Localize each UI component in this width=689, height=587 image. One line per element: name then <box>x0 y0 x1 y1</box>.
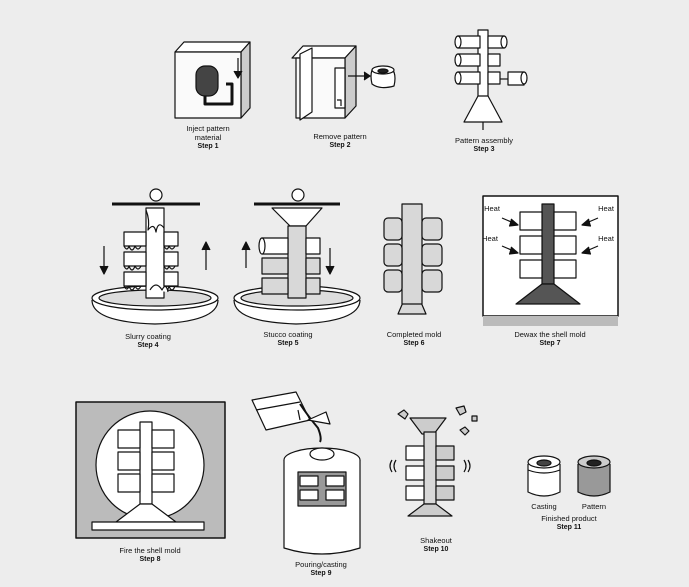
step9-pouring <box>251 391 361 555</box>
step7-label: Step 7 <box>539 340 561 347</box>
step4-caption: Slurry coating Step 4 <box>108 332 188 350</box>
step3-caption: Pattern assembly Step 3 <box>444 136 524 154</box>
step3-caption-text: Pattern assembly <box>455 136 513 145</box>
step1-injection-die <box>174 41 251 119</box>
step8-caption-text: Fire the shell mold <box>119 546 181 555</box>
step5-caption-text: Stucco coating <box>263 330 313 339</box>
step2-caption: Remove pattern Step 2 <box>300 132 380 150</box>
casting-label: Casting <box>531 502 557 511</box>
step7-caption: Dewax the shell mold Step 7 <box>500 330 600 348</box>
step5-label: Step 5 <box>277 340 299 347</box>
step4-caption-text: Slurry coating <box>125 332 171 341</box>
step2-caption-text: Remove pattern <box>313 132 367 141</box>
step3-pattern-assembly <box>454 29 528 130</box>
heat-label-3: Heat <box>598 204 614 213</box>
step11-caption: Finished product Step 11 <box>524 514 614 532</box>
step1-label: Step 1 <box>197 143 219 150</box>
step4-label: Step 4 <box>137 342 159 349</box>
step2-remove-pattern <box>291 45 396 121</box>
step4-slurry-coating <box>91 188 219 325</box>
step11-caption-text: Finished product <box>541 514 597 523</box>
pattern-label: Pattern <box>581 502 607 511</box>
step7-caption-text: Dewax the shell mold <box>514 330 586 339</box>
step6-caption: Completed mold Step 6 <box>374 330 454 348</box>
step10-shakeout <box>389 405 478 517</box>
heat-label-4: Heat <box>598 234 614 243</box>
step6-caption-text: Completed mold <box>386 330 442 339</box>
step1-caption: Inject pattern material Step 1 <box>168 124 248 151</box>
step10-caption: Shakeout Step 10 <box>396 536 476 554</box>
step7-dewax <box>482 195 619 326</box>
step5-caption: Stucco coating Step 5 <box>248 330 328 348</box>
step9-caption-text: Pouring/casting <box>295 560 347 569</box>
step3-label: Step 3 <box>473 146 495 153</box>
heat-label-1: Heat <box>484 204 500 213</box>
step8-fire-shell <box>75 401 226 539</box>
step10-caption-text: Shakeout <box>420 536 452 545</box>
step6-label: Step 6 <box>403 340 425 347</box>
heat-label-2: Heat <box>482 234 498 243</box>
step1-caption-text: Inject pattern material <box>186 124 230 142</box>
step9-label: Step 9 <box>310 570 332 577</box>
step11-label: Step 11 <box>556 524 582 531</box>
step8-label: Step 8 <box>139 556 161 563</box>
step8-caption: Fire the shell mold Step 8 <box>100 546 200 564</box>
step6-completed-mold <box>383 203 443 315</box>
step2-label: Step 2 <box>329 142 351 149</box>
step5-stucco-coating <box>233 188 361 325</box>
step10-label: Step 10 <box>423 546 449 553</box>
step11-finished-product <box>527 455 611 497</box>
step9-caption: Pouring/casting Step 9 <box>276 560 366 578</box>
